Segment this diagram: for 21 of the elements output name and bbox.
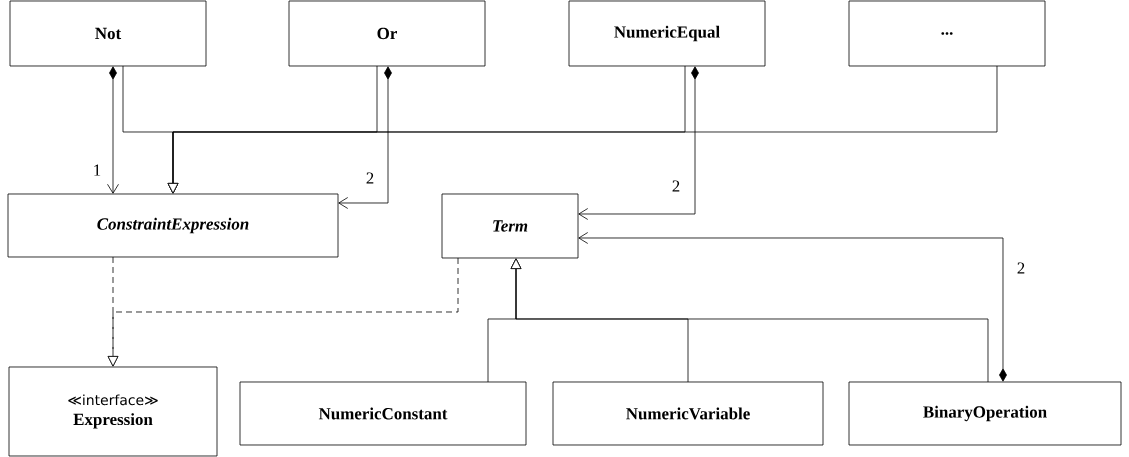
composition-arrow [578, 232, 1007, 382]
generalization-arrow [167, 65, 998, 194]
class-box: ... [848, 0, 1046, 67]
class-box: NumericConstant [239, 381, 527, 446]
realization-arrow [107, 257, 459, 367]
abstract-class-box: ConstraintExpression [7, 193, 339, 258]
class-box: BinaryOperation [848, 381, 1122, 446]
class-box: Or [288, 0, 486, 67]
class-box: NumericEqual [568, 0, 766, 67]
composition-arrow [107, 66, 119, 194]
composition-arrow [338, 66, 392, 209]
class-box: Not [9, 0, 207, 67]
interface-box: ≪interface≫ Expression [8, 366, 218, 457]
edge-label: 2 [1015, 261, 1027, 275]
edge-label: 1 [91, 163, 103, 177]
composition-arrow [578, 66, 699, 220]
generalization-arrow [510, 258, 989, 383]
edge-label: 2 [364, 171, 376, 185]
edge-label: 2 [670, 179, 682, 193]
abstract-class-box: Term [441, 193, 579, 259]
class-box: NumericVariable [552, 381, 824, 446]
